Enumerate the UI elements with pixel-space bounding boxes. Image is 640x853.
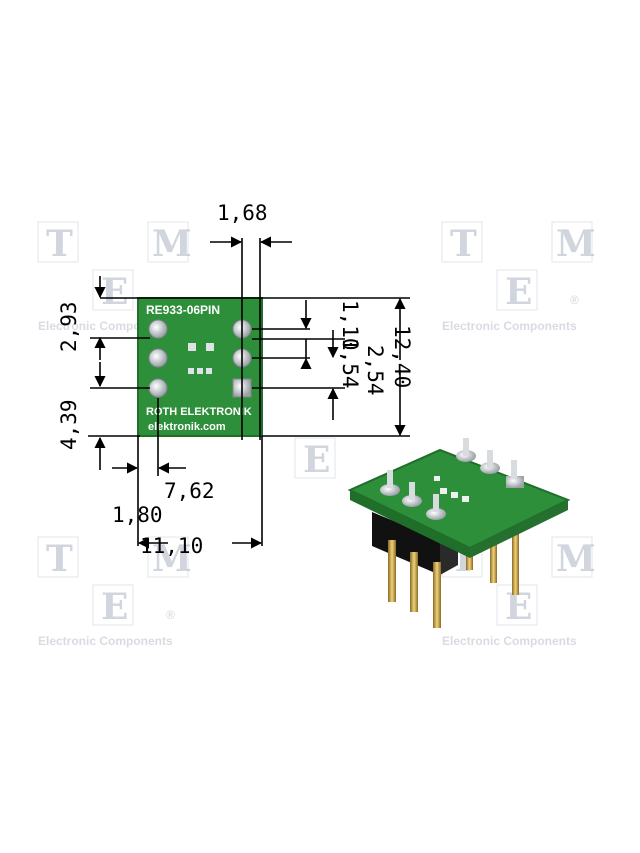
- watermark-letter-e: E: [303, 439, 330, 481]
- pin: [433, 562, 441, 628]
- dim-label-left-spacing: 4,39: [57, 399, 81, 450]
- pad: [380, 484, 400, 496]
- pin: [388, 540, 396, 602]
- pcb-3d-view: [347, 438, 571, 628]
- smd-pad: [206, 343, 214, 351]
- dimension-labels: 1,68 2,93 4,39 1,10 1,54 2,54 12,40 7,62…: [57, 201, 414, 558]
- dim-label-edge: 1,80: [112, 503, 163, 527]
- watermark-label: Electronic Components: [442, 634, 577, 648]
- watermark-tile: E: [294, 437, 336, 481]
- smd-pad: [206, 368, 212, 374]
- watermark-reg-mark: ®: [570, 293, 579, 307]
- pad-square: [506, 476, 524, 488]
- dimension-lines: [88, 236, 410, 549]
- pcb-label-top: RE933-06PIN: [146, 303, 220, 317]
- watermark-letter-e: E: [101, 271, 128, 313]
- pcb-label-maker: ROTH ELEKTRONIK: [146, 406, 252, 418]
- dim-label-right-3: 2,54: [363, 345, 387, 396]
- watermark-letter-e: E: [101, 586, 128, 628]
- watermark-letter-m: M: [152, 538, 192, 580]
- watermark-letter-m: M: [152, 223, 192, 265]
- watermark-letter-m: M: [556, 538, 596, 580]
- watermark-letter-e: E: [505, 271, 532, 313]
- smd-pad: [197, 368, 203, 374]
- pin: [410, 552, 418, 612]
- pad-2: [148, 348, 168, 368]
- pad-3: [148, 378, 168, 398]
- pad: [426, 508, 446, 520]
- watermark-label: Electronic Components: [442, 319, 577, 333]
- watermark-label: Electronic Components: [38, 634, 173, 648]
- watermark-reg-mark: ®: [166, 608, 175, 622]
- dim-label-top-width: 1,68: [217, 201, 268, 225]
- pin: [490, 515, 497, 583]
- dim-label-right-1: 1,10: [338, 300, 362, 351]
- smd-pad: [188, 368, 194, 374]
- dim-label-top-offset: 2,93: [57, 301, 81, 352]
- watermark-tile: T M E ® Electronic Components: [37, 536, 192, 648]
- dim-label-pitch: 7,62: [164, 479, 215, 503]
- pin: [512, 525, 519, 595]
- smd-pad: [188, 343, 196, 351]
- watermark-letter-m: M: [556, 223, 596, 265]
- pad-1: [148, 319, 168, 339]
- watermark-letter-t: T: [46, 538, 73, 580]
- dim-label-right-total: 12,40: [390, 325, 414, 388]
- header-black: [372, 512, 440, 575]
- watermark-letter-t: T: [450, 223, 477, 265]
- dim-label-total-width: 11,10: [140, 534, 203, 558]
- pcb-top-view: RE933-06PIN ROTH ELEKTRONIK elektronik.c…: [137, 297, 263, 437]
- pcb-label-web: elektronik.com: [148, 421, 226, 433]
- watermark-tile: T M E ® Electronic Components: [441, 221, 596, 333]
- pad: [402, 495, 422, 507]
- dim-label-right-2: 1,54: [338, 338, 362, 389]
- watermark-letter-t: T: [46, 223, 73, 265]
